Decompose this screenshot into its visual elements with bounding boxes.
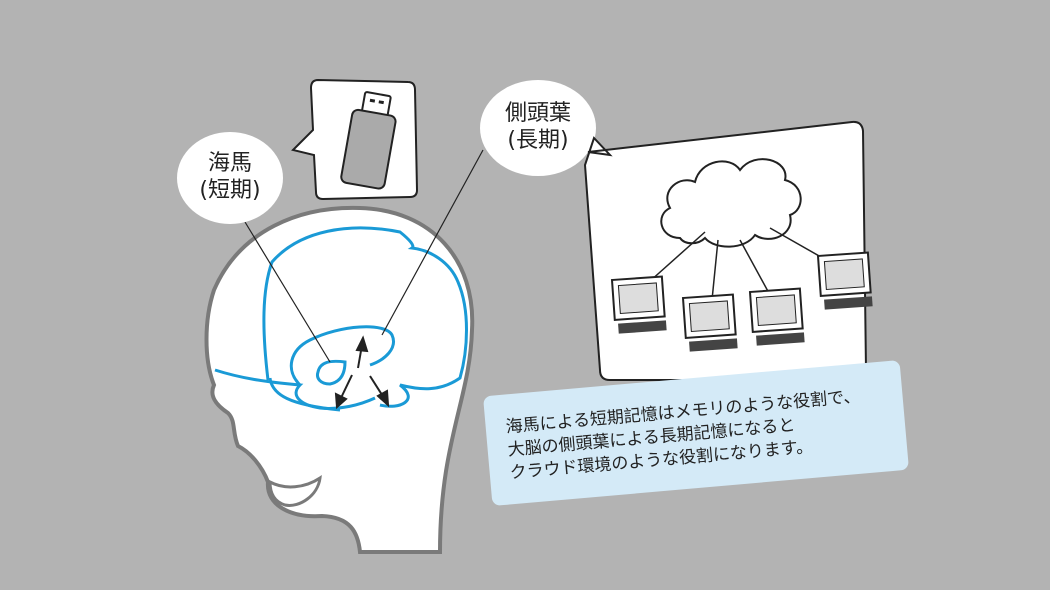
hippocampus-leader — [244, 221, 331, 363]
mouth — [268, 474, 322, 507]
hippocampus-label: 海馬 (短期) — [180, 150, 280, 204]
usb-speech-bubble — [291, 78, 419, 201]
temporal-lobe-label: 側頭葉 (長期) — [480, 100, 596, 154]
brain-outline — [214, 226, 468, 412]
computer-icon — [816, 251, 873, 310]
computer-icon — [748, 287, 805, 346]
temporal-lobe-name: 側頭葉 — [504, 101, 571, 126]
memory-arrows — [334, 335, 390, 410]
hippocampus-bubble — [177, 132, 283, 224]
temporal-lobe-leader — [381, 149, 484, 336]
cloud-icon — [660, 158, 802, 248]
temporal-lobe-term: (長期) — [507, 128, 569, 153]
hippocampus-name: 海馬 — [207, 151, 252, 176]
hippocampus-term: (短期) — [199, 178, 261, 203]
computer-icon — [610, 275, 667, 334]
temporal-lobe-bubble — [480, 80, 596, 176]
computer-icon — [681, 293, 738, 352]
usb-memory-icon — [340, 91, 397, 190]
cloud-speech-bubble — [583, 120, 873, 381]
